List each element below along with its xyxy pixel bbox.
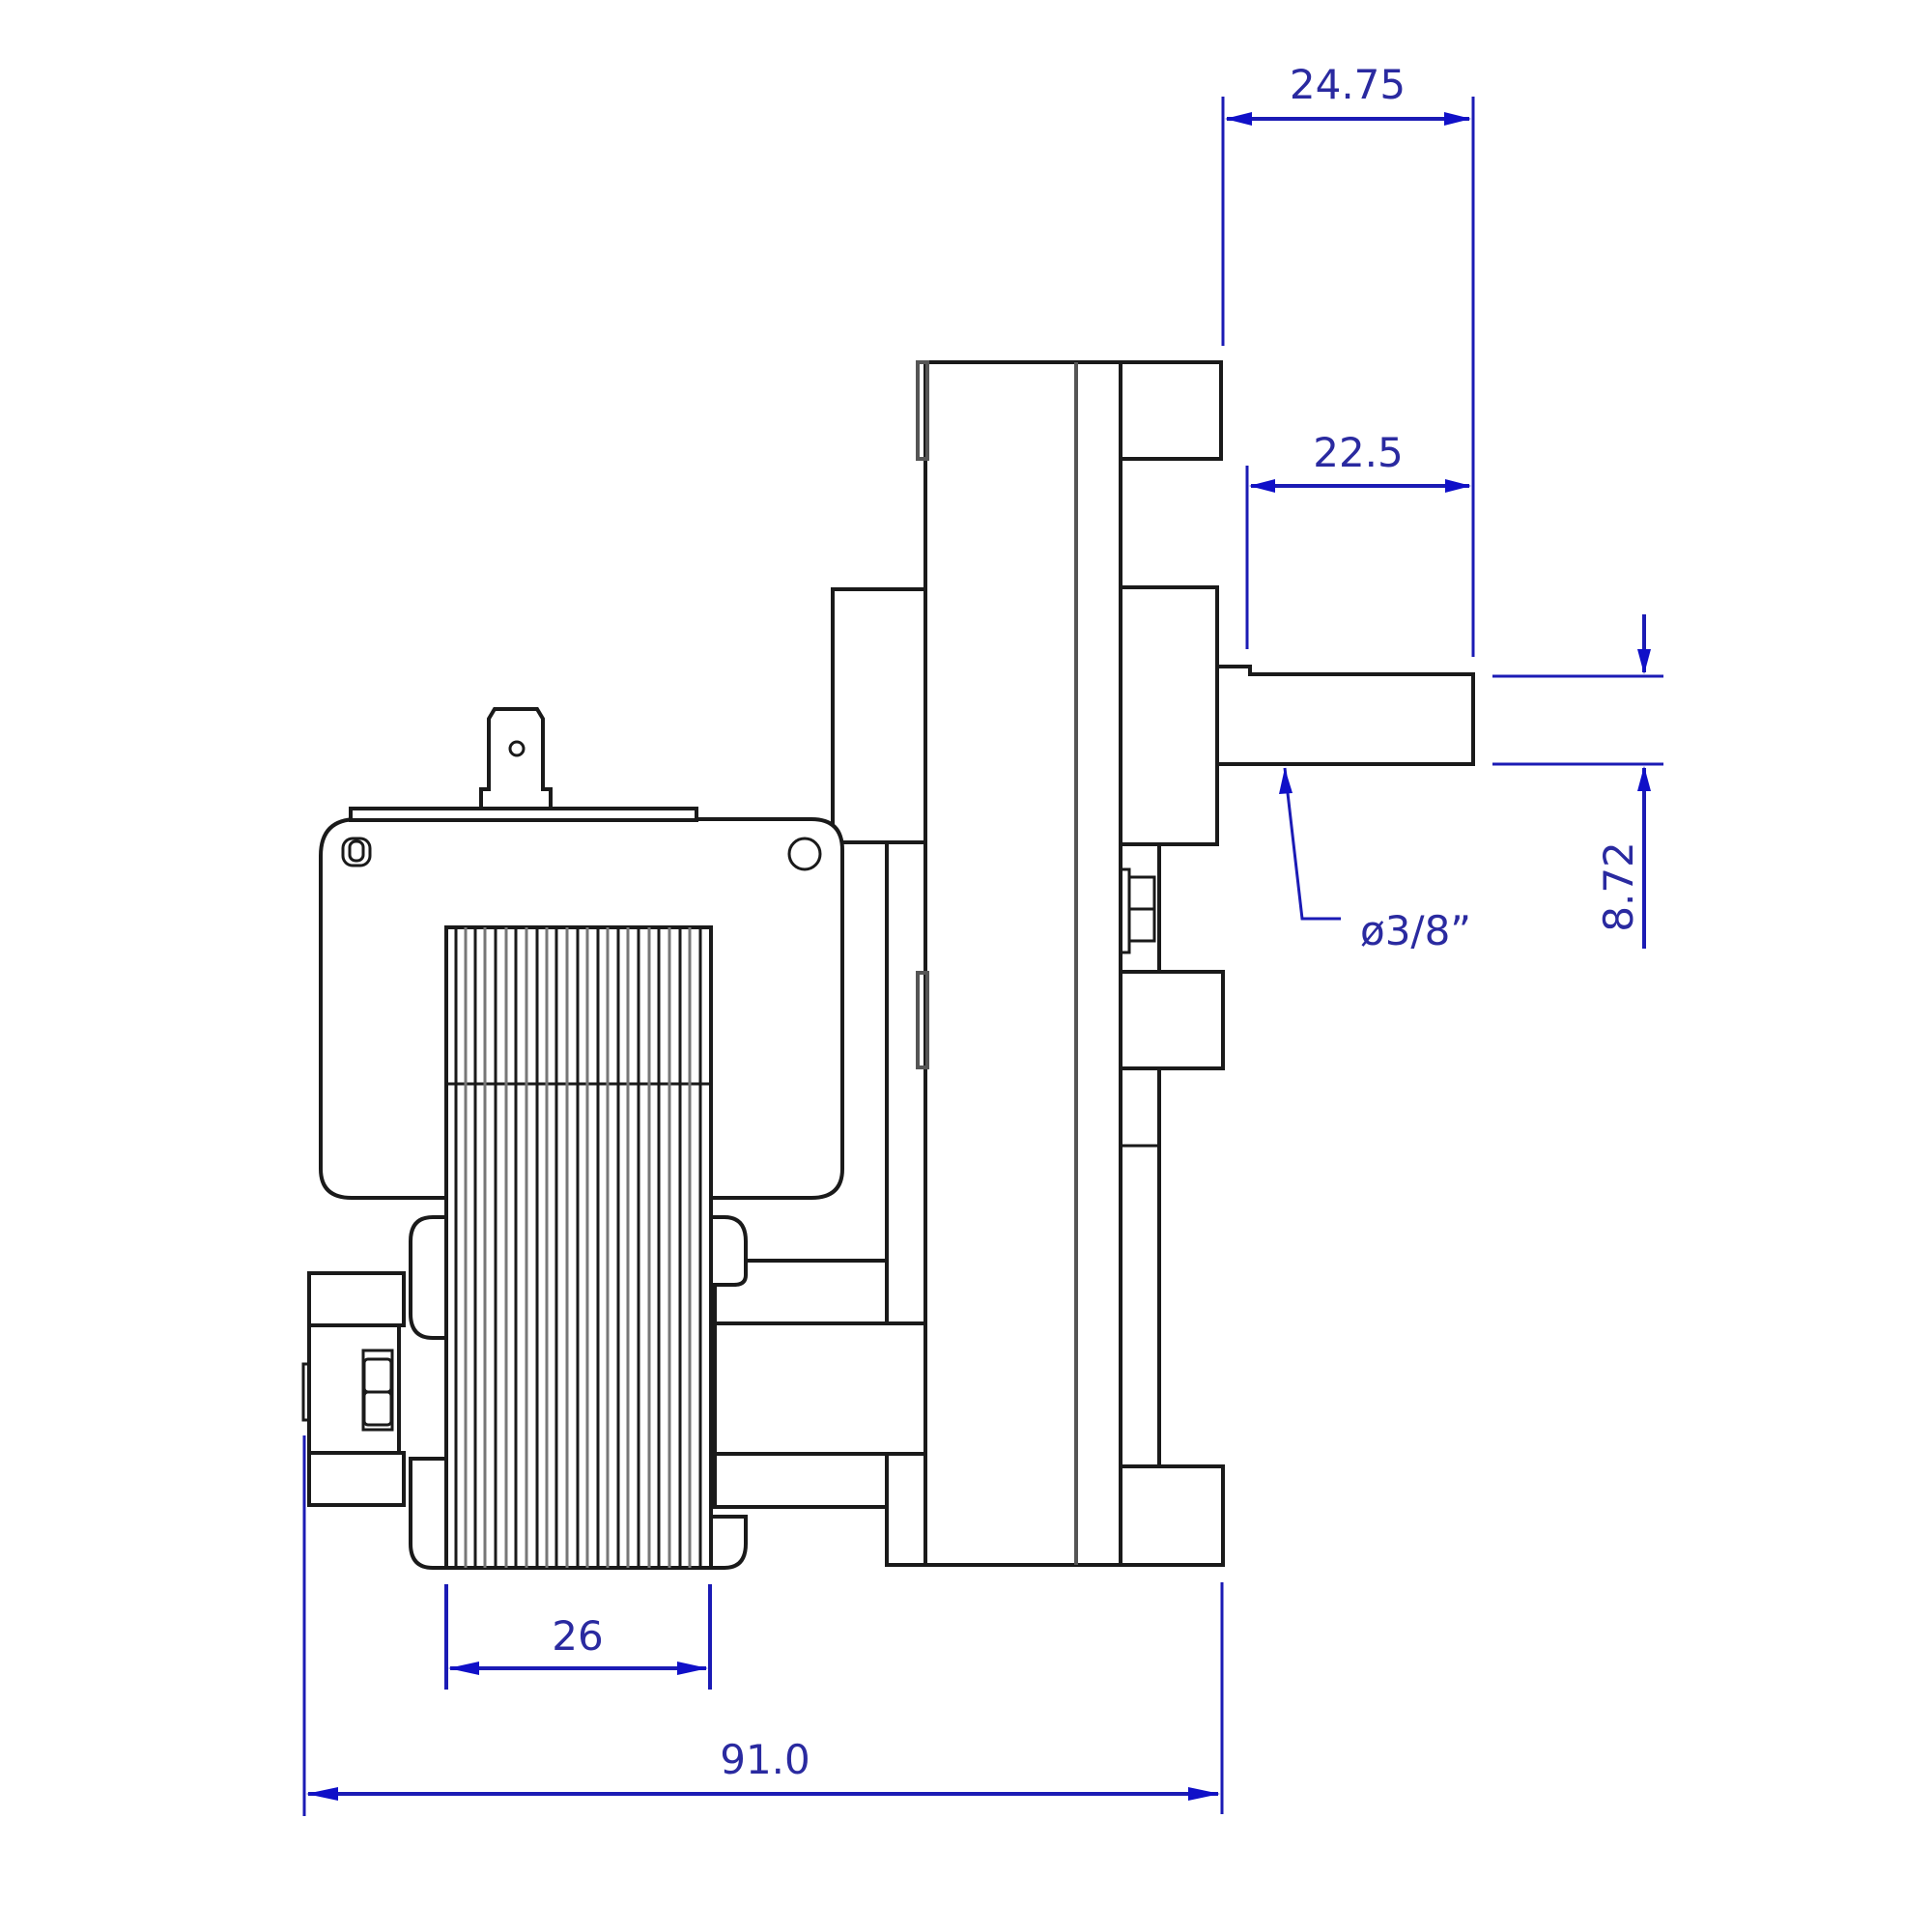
gearbox-top-right-block <box>1119 360 1223 461</box>
dim-label-24-75: 24.75 <box>1290 61 1406 108</box>
dim-label-26: 26 <box>552 1612 603 1660</box>
dimension-24-75: 24.75 <box>1221 61 1475 657</box>
gearbox-right-bottom-block <box>1119 1464 1225 1567</box>
stator-fins <box>454 927 702 1568</box>
dimension-91-0: 91.0 <box>302 1435 1224 1816</box>
gearbox-right-upper-block <box>1119 585 1219 846</box>
motor-mount <box>713 1259 927 1509</box>
output-shaft <box>1215 665 1475 766</box>
bearing-body <box>307 1323 401 1455</box>
bearing-lip <box>301 1362 311 1422</box>
bearing-cap-bottom <box>307 1451 406 1507</box>
mount-arm-bottom <box>713 1452 889 1509</box>
gearbox-body <box>923 360 1122 1567</box>
dim-label-diameter: ø3/8” <box>1360 907 1471 954</box>
gearbox-lip-mid <box>916 971 929 1069</box>
dimension-26: 26 <box>444 1584 712 1690</box>
mount-arm-lower <box>713 1321 927 1456</box>
gearbox-lower-step <box>885 840 927 1567</box>
bearing-cap-top <box>307 1271 406 1327</box>
dimension-22-5: 22.5 <box>1245 429 1471 649</box>
clamp-ear-right-top <box>709 1215 748 1287</box>
dimension-shaft-diameter: ø3/8” <box>1279 767 1471 954</box>
clamp-ear-left-bottom <box>409 1457 448 1570</box>
clamp-ear-right-bottom <box>709 1515 748 1570</box>
terminal-hole <box>508 740 526 757</box>
spade-terminal <box>479 707 553 810</box>
dimension-8-72: 8.72 <box>1492 614 1663 949</box>
laminated-stator <box>409 925 748 1570</box>
gearbox-lip-top <box>916 360 929 461</box>
plate-hole-right <box>787 837 822 871</box>
screw-head-bottom <box>1127 907 1156 943</box>
rear-bearing <box>301 1271 406 1507</box>
d-shaft <box>1215 665 1475 766</box>
gearbox-left-boss <box>831 587 927 844</box>
dim-label-8-72: 8.72 <box>1595 841 1642 932</box>
dim-label-22-5: 22.5 <box>1313 429 1404 476</box>
nut-bottom <box>362 1390 393 1427</box>
dim-label-91-0: 91.0 <box>720 1736 810 1783</box>
gearbox-right-strip <box>1119 842 1161 1522</box>
gearbox-right-mid-block <box>1119 970 1225 1070</box>
clamp-ear-left-top <box>409 1215 448 1340</box>
plate-hole-left <box>341 837 372 867</box>
plate-hole-square-icon <box>348 839 365 863</box>
